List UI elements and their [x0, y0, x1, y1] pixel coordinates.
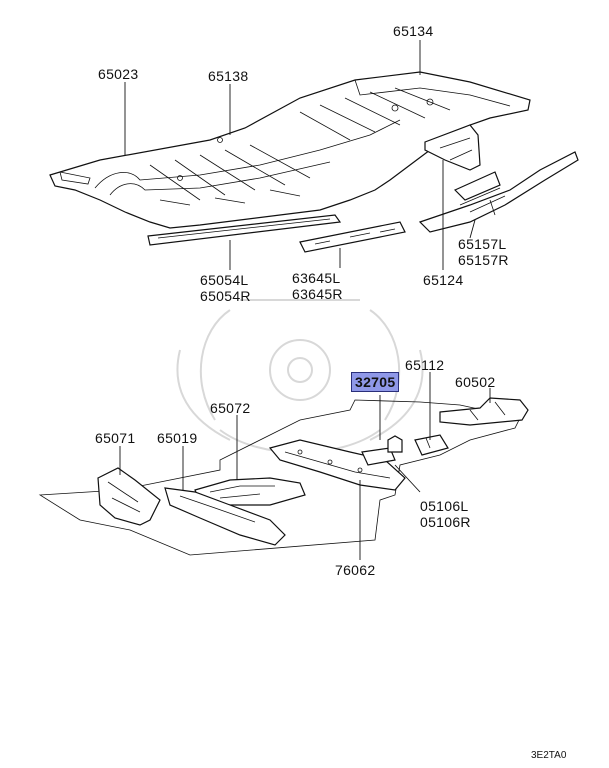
leader-lines — [119, 40, 491, 560]
part-label-65019[interactable]: 65019 — [157, 430, 198, 446]
part-label-65124[interactable]: 65124 — [423, 272, 464, 288]
part-label-65023[interactable]: 65023 — [98, 66, 139, 82]
part-label-65138[interactable]: 65138 — [208, 68, 249, 84]
part-label-76062[interactable]: 76062 — [335, 562, 376, 578]
part-label-05106[interactable]: 05106L 05106R — [420, 498, 471, 530]
diagram-code: 3E2TA0 — [531, 750, 567, 761]
part-label-65071[interactable]: 65071 — [95, 430, 136, 446]
lower-floor-assembly — [38, 397, 529, 556]
part-label-32705[interactable]: 32705 — [351, 372, 400, 392]
part-label-65112[interactable]: 65112 — [405, 357, 445, 373]
part-label-63645[interactable]: 63645L 63645R — [292, 270, 343, 302]
part-label-65054[interactable]: 65054L 65054R — [200, 272, 251, 304]
part-label-65134[interactable]: 65134 — [393, 23, 434, 39]
part-label-60502[interactable]: 60502 — [455, 374, 496, 390]
watermark-emblem — [176, 299, 424, 454]
upper-floor-assembly — [49, 71, 579, 253]
part-label-65072[interactable]: 65072 — [210, 400, 251, 416]
part-label-65157[interactable]: 65157L 65157R — [458, 236, 509, 268]
